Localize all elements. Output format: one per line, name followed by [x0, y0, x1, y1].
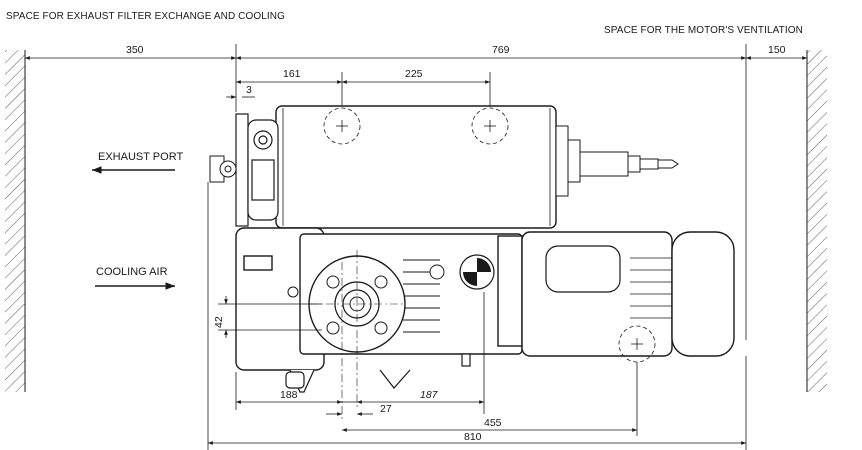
dim-188: 188	[280, 389, 298, 401]
dim-350: 350	[126, 44, 144, 56]
dim-810: 810	[464, 431, 482, 443]
end-cover	[235, 113, 279, 227]
center-lines	[310, 250, 404, 420]
dim-3: 3	[246, 84, 252, 96]
base-feet	[285, 353, 471, 393]
dim-455: 455	[484, 417, 502, 429]
motor	[497, 231, 735, 363]
exhaust-space-note: SPACE FOR EXHAUST FILTER EXCHANGE AND CO…	[6, 11, 285, 22]
bottom-dimension-lines	[207, 182, 747, 450]
dim-225: 225	[405, 68, 423, 80]
top-dimension-chain	[25, 44, 807, 340]
cooling-air-label: COOLING AIR	[96, 266, 168, 278]
dim-27: 27	[380, 403, 392, 415]
right-wall	[806, 50, 827, 392]
dim-161: 161	[283, 68, 301, 80]
dim-769: 769	[492, 44, 510, 56]
exhaust-port-label: EXHAUST PORT	[98, 151, 183, 163]
dim-42: 42	[213, 316, 225, 328]
motor-space-note: SPACE FOR THE MOTOR'S VENTILATION	[604, 25, 803, 36]
dim-150: 150	[768, 44, 786, 56]
dim-42-lines	[218, 296, 322, 338]
dim-187: 187	[420, 389, 439, 401]
left-wall	[5, 50, 26, 392]
exhaust-filter-housing	[275, 105, 679, 229]
exhaust-port	[209, 155, 237, 183]
